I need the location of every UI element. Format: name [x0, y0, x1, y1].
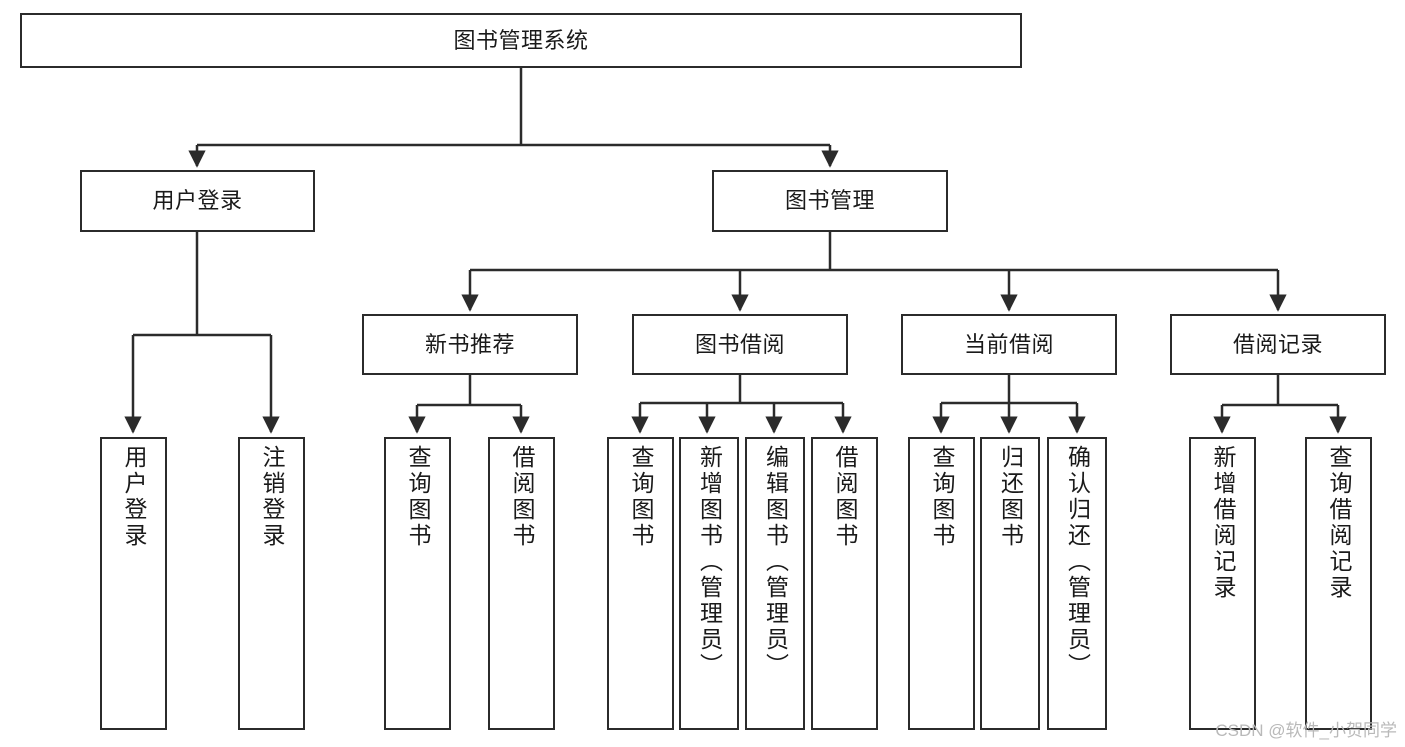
- leaf-user-login-1[interactable]: 用户登录: [100, 437, 167, 730]
- leaf-label: 查询图书: [628, 445, 654, 549]
- leaf-label: 新增借阅记录: [1210, 445, 1236, 601]
- leaf-new-book-recommend-2[interactable]: 借阅图书: [488, 437, 555, 730]
- leaf-book-borrow-3[interactable]: 编辑图书（管理员）: [745, 437, 805, 730]
- leaf-label: 编辑图书（管理员）: [762, 445, 789, 679]
- leaf-current-borrow-3[interactable]: 确认归还（管理员）: [1047, 437, 1107, 730]
- node-current-borrow[interactable]: 当前借阅: [901, 314, 1117, 375]
- leaf-label: 借阅图书: [509, 445, 535, 549]
- leaf-label: 确认归还（管理员）: [1064, 445, 1091, 679]
- leaf-user-login-2[interactable]: 注销登录: [238, 437, 305, 730]
- node-borrow-record[interactable]: 借阅记录: [1170, 314, 1386, 375]
- leaf-label: 注销登录: [259, 445, 285, 549]
- leaf-label: 新增图书（管理员）: [696, 445, 723, 679]
- node-root-label: 图书管理系统: [453, 27, 589, 53]
- leaf-borrow-record-1[interactable]: 新增借阅记录: [1189, 437, 1256, 730]
- leaf-book-borrow-2[interactable]: 新增图书（管理员）: [679, 437, 739, 730]
- node-user-login-label: 用户登录: [152, 188, 243, 214]
- node-borrow-record-label: 借阅记录: [1232, 331, 1323, 357]
- leaf-book-borrow-1[interactable]: 查询图书: [607, 437, 674, 730]
- leaf-book-borrow-4[interactable]: 借阅图书: [811, 437, 878, 730]
- node-book-management[interactable]: 图书管理: [712, 170, 948, 232]
- leaf-current-borrow-1[interactable]: 查询图书: [908, 437, 975, 730]
- node-book-management-label: 图书管理: [784, 188, 875, 214]
- node-user-login[interactable]: 用户登录: [80, 170, 315, 232]
- leaf-label: 归还图书: [997, 445, 1024, 549]
- node-book-borrow-label: 图书借阅: [694, 331, 785, 357]
- leaf-label: 查询图书: [929, 445, 955, 549]
- node-book-borrow[interactable]: 图书借阅: [632, 314, 848, 375]
- leaf-new-book-recommend-1[interactable]: 查询图书: [384, 437, 451, 730]
- leaf-label: 用户登录: [121, 445, 147, 549]
- leaf-label: 查询借阅记录: [1326, 445, 1352, 601]
- node-root[interactable]: 图书管理系统: [20, 13, 1022, 68]
- csdn-watermark: CSDN @软件_小贺同学: [1215, 721, 1397, 740]
- node-new-book-recommend-label: 新书推荐: [424, 331, 515, 357]
- leaf-label: 查询图书: [405, 445, 431, 549]
- node-new-book-recommend[interactable]: 新书推荐: [362, 314, 578, 375]
- leaf-label: 借阅图书: [832, 445, 858, 549]
- node-current-borrow-label: 当前借阅: [963, 331, 1054, 357]
- leaf-borrow-record-2[interactable]: 查询借阅记录: [1305, 437, 1372, 730]
- leaf-current-borrow-2[interactable]: 归还图书: [980, 437, 1040, 730]
